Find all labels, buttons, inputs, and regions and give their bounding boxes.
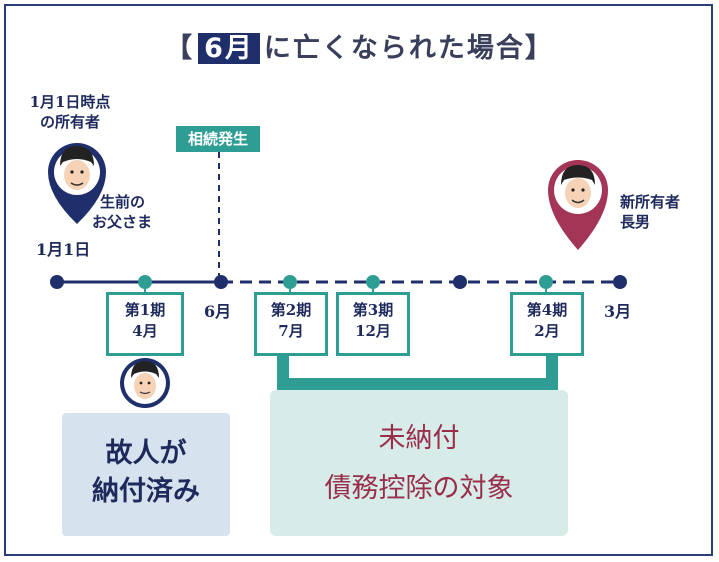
timeline-node-june — [214, 275, 228, 289]
timeline-node-period2 — [283, 275, 297, 289]
diagram-title: 【6月に亡くなられた場合】 — [0, 26, 719, 65]
unpaid-panel: 未納付 債務控除の対象 — [270, 390, 568, 536]
period-4-month: 2月 — [534, 322, 560, 340]
new-owner-line2: 長男 — [620, 213, 651, 231]
owner-jan1-label: 1月1日時点 の所有者 — [16, 92, 124, 132]
period-2-name: 第2期 — [270, 301, 312, 319]
period-1-name: 第1期 — [124, 301, 166, 319]
father-line2: お父さま — [92, 213, 153, 231]
father-label: 生前の お父さま — [92, 192, 152, 232]
owner-jan1-line2: の所有者 — [39, 113, 100, 131]
new-owner-line1: 新所有者 — [620, 193, 681, 211]
period-4-box: 第4期 2月 — [510, 292, 584, 356]
timeline-node-period3 — [366, 275, 380, 289]
inheritance-tag: 相続発生 — [176, 126, 260, 152]
timeline-node-mid — [453, 275, 467, 289]
father-face-icon — [60, 146, 94, 190]
father-line1: 生前の — [100, 193, 146, 211]
paid-panel-line1: 故人が — [105, 438, 187, 469]
start-date-label: 1月1日 — [36, 240, 91, 259]
period-3-box: 第3期 12月 — [336, 292, 410, 356]
owner-jan1-line1: 1月1日時点 — [29, 93, 111, 111]
title-text: に亡くなられた場合 — [263, 33, 525, 64]
paid-panel-line2: 納付済み — [92, 476, 200, 507]
paid-panel: 故人が 納付済み — [62, 413, 230, 536]
period-1-month: 4月 — [132, 322, 158, 340]
unpaid-panel-line2: 債務控除の対象 — [324, 473, 514, 504]
march-label: 3月 — [604, 302, 632, 321]
timeline-node-march — [613, 275, 627, 289]
period-3-name: 第3期 — [352, 301, 394, 319]
title-bracket-close: 】 — [524, 33, 554, 64]
timeline-node-jan1 — [50, 275, 64, 289]
period-2-month: 7月 — [278, 322, 304, 340]
paid-face-icon — [131, 361, 159, 399]
period-2-box: 第2期 7月 — [254, 292, 328, 356]
son-face-icon — [561, 165, 595, 208]
june-label: 6月 — [204, 302, 232, 321]
period-4-name: 第4期 — [526, 301, 568, 319]
period-1-box: 第1期 4月 — [106, 292, 184, 356]
period-3-month: 12月 — [355, 322, 391, 340]
title-highlight: 6月 — [198, 33, 260, 64]
title-bracket-open: 【 — [165, 33, 195, 64]
new-owner-label: 新所有者 長男 — [620, 192, 680, 232]
unpaid-panel-line1: 未納付 — [378, 423, 460, 454]
unpaid-bracket — [277, 356, 558, 390]
timeline-node-period1 — [138, 275, 152, 289]
timeline-node-period4 — [539, 275, 553, 289]
